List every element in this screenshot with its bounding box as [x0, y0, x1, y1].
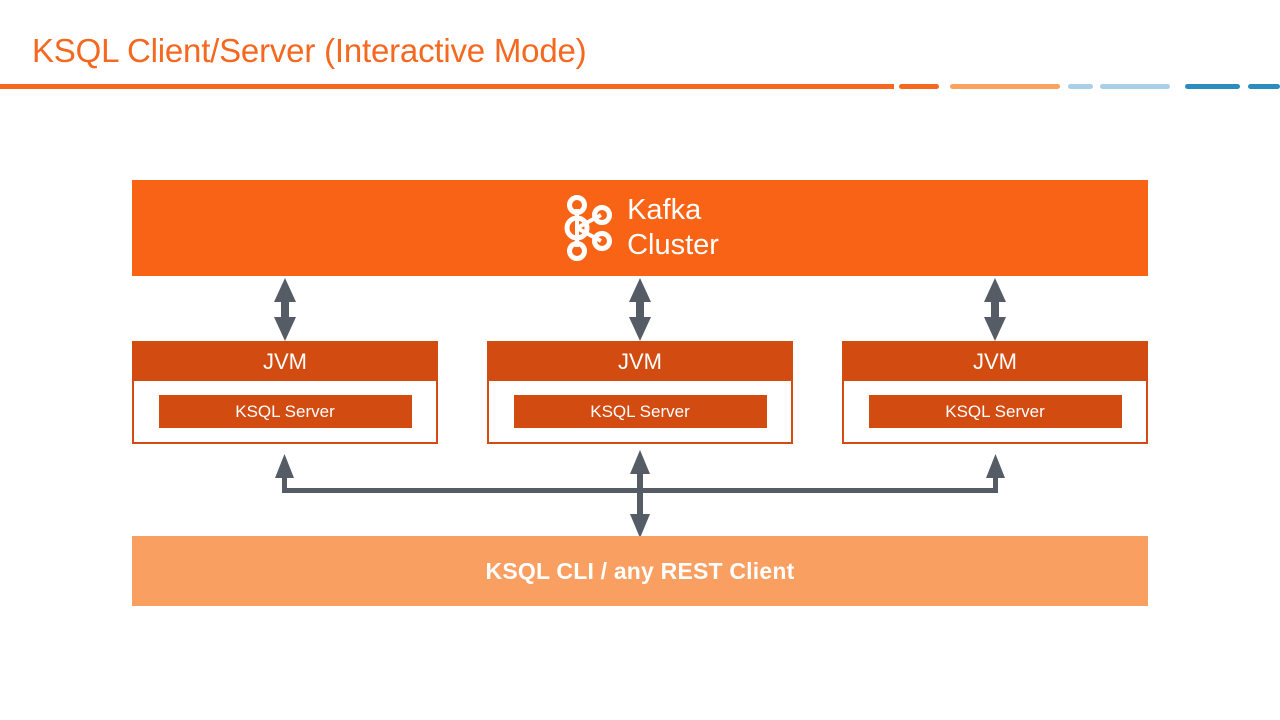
page-title: KSQL Client/Server (Interactive Mode): [32, 32, 587, 69]
decor-dash-1: [899, 84, 939, 89]
decor-dash-4: [1100, 84, 1170, 89]
jvm-header-1: JVM: [134, 343, 436, 381]
ksql-cli-label: KSQL CLI / any REST Client: [485, 557, 795, 584]
decor-dash-3: [1068, 84, 1093, 89]
jvm-body-3: KSQL Server: [844, 381, 1146, 442]
arrow-kafka-jvm-2: [629, 278, 651, 341]
client-server-connector: [275, 450, 1005, 538]
jvm-header-3: JVM: [844, 343, 1146, 381]
jvm-box-3: JVM KSQL Server: [842, 341, 1148, 444]
ksql-server-box-3: KSQL Server: [868, 395, 1122, 428]
kafka-cluster-label: Kafka Cluster: [627, 193, 719, 261]
title-underline-rule: [0, 84, 894, 89]
kafka-cluster-box: Kafka Cluster: [132, 180, 1148, 276]
jvm-box-2: JVM KSQL Server: [487, 341, 793, 444]
decor-dash-6: [1248, 84, 1280, 89]
ksql-server-box-1: KSQL Server: [158, 395, 412, 428]
kafka-logo-icon: [564, 195, 613, 261]
decor-dash-2: [950, 84, 1060, 89]
jvm-box-1: JVM KSQL Server: [132, 341, 438, 444]
kafka-cluster-content: Kafka Cluster: [561, 193, 719, 264]
arrow-kafka-jvm-3: [984, 278, 1006, 341]
jvm-body-1: KSQL Server: [134, 381, 436, 442]
decor-dash-5: [1185, 84, 1240, 89]
arrow-kafka-jvm-1: [274, 278, 296, 341]
jvm-header-2: JVM: [489, 343, 791, 381]
ksql-cli-bar: KSQL CLI / any REST Client: [132, 536, 1148, 606]
jvm-body-2: KSQL Server: [489, 381, 791, 442]
ksql-server-box-2: KSQL Server: [513, 395, 767, 428]
